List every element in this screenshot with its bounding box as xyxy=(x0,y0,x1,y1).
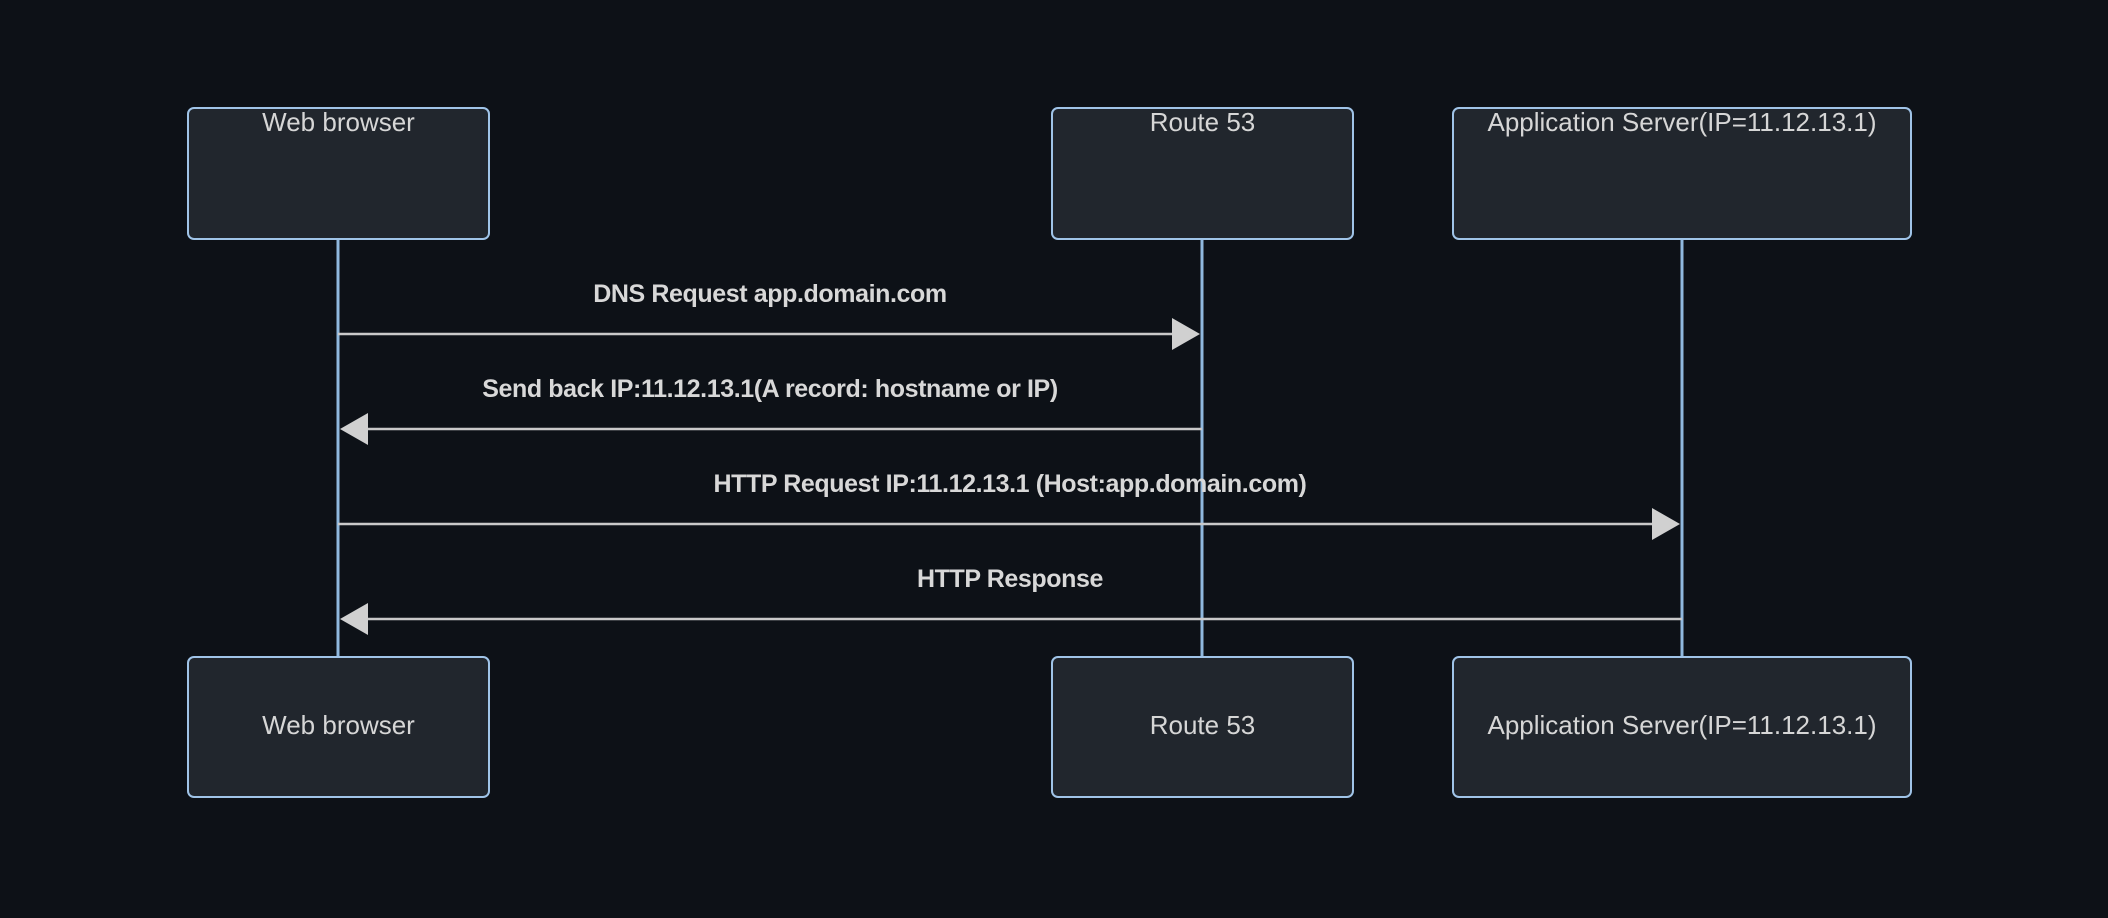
message-4-http-response[interactable]: HTTP Response xyxy=(340,565,1682,635)
participant-label-browser-top: Web browser xyxy=(262,107,415,137)
participant-label-browser-bottom: Web browser xyxy=(262,710,415,740)
participant-label-route53-top: Route 53 xyxy=(1150,107,1256,137)
participant-box-browser-top[interactable] xyxy=(187,107,490,240)
participant-appserver-bottom[interactable]: Application Server(IP=11.12.13.1) xyxy=(1452,656,1912,798)
message-4-arrowhead-left xyxy=(340,603,368,635)
message-1-dns-request[interactable]: DNS Request app.domain.com xyxy=(338,280,1200,350)
participant-box-appserver-bottom[interactable] xyxy=(1452,656,1912,798)
participant-label-route53-bottom: Route 53 xyxy=(1150,710,1256,740)
participant-box-appserver-top[interactable] xyxy=(1452,107,1912,240)
participant-browser-top[interactable]: Web browser xyxy=(187,107,490,240)
participant-route53-top[interactable]: Route 53 xyxy=(1051,107,1354,240)
message-4-label: HTTP Response xyxy=(917,565,1104,593)
message-1-label: DNS Request app.domain.com xyxy=(593,280,947,308)
participant-box-browser-bottom[interactable] xyxy=(187,656,490,798)
message-2-arrowhead-left xyxy=(340,413,368,445)
message-1-arrowhead-right xyxy=(1172,318,1200,350)
participant-row-top: Web browser Route 53 Application Server(… xyxy=(187,107,1912,240)
participant-browser-bottom[interactable]: Web browser xyxy=(187,656,490,798)
participant-appserver-top[interactable]: Application Server(IP=11.12.13.1) xyxy=(1452,107,1912,240)
participant-box-route53-bottom[interactable] xyxy=(1051,656,1354,798)
message-3-arrowhead-right xyxy=(1652,508,1680,540)
participant-route53-bottom[interactable]: Route 53 xyxy=(1051,656,1354,798)
participant-label-appserver-top: Application Server(IP=11.12.13.1) xyxy=(1487,107,1876,137)
participant-row-bottom: Web browser Route 53 Application Server(… xyxy=(187,656,1912,798)
message-2-send-back-ip[interactable]: Send back IP:11.12.13.1(A record: hostna… xyxy=(340,375,1202,445)
participant-label-appserver-bottom: Application Server(IP=11.12.13.1) xyxy=(1487,710,1876,740)
participant-box-route53-top[interactable] xyxy=(1051,107,1354,240)
message-3-label: HTTP Request IP:11.12.13.1 (Host:app.dom… xyxy=(714,470,1307,498)
message-2-label: Send back IP:11.12.13.1(A record: hostna… xyxy=(482,375,1058,403)
lifeline-group xyxy=(336,239,1684,657)
message-3-http-request[interactable]: HTTP Request IP:11.12.13.1 (Host:app.dom… xyxy=(338,470,1680,540)
